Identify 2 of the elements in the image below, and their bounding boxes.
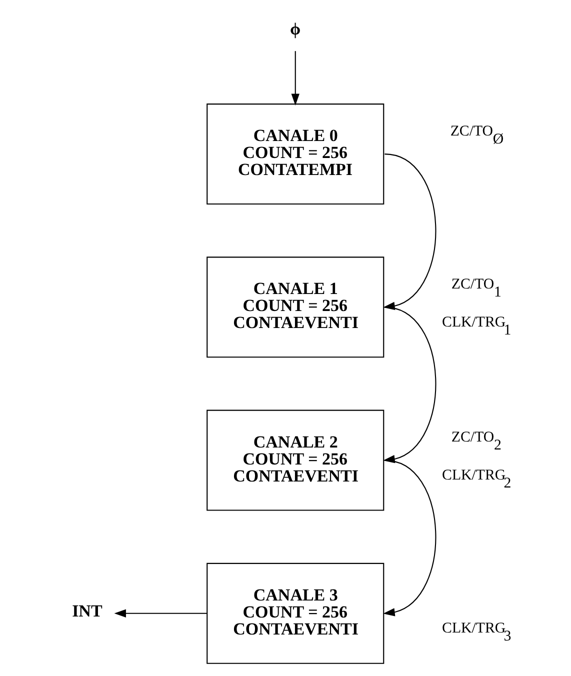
node-text: INT: [72, 601, 102, 620]
node-text: ϕ: [290, 20, 301, 39]
